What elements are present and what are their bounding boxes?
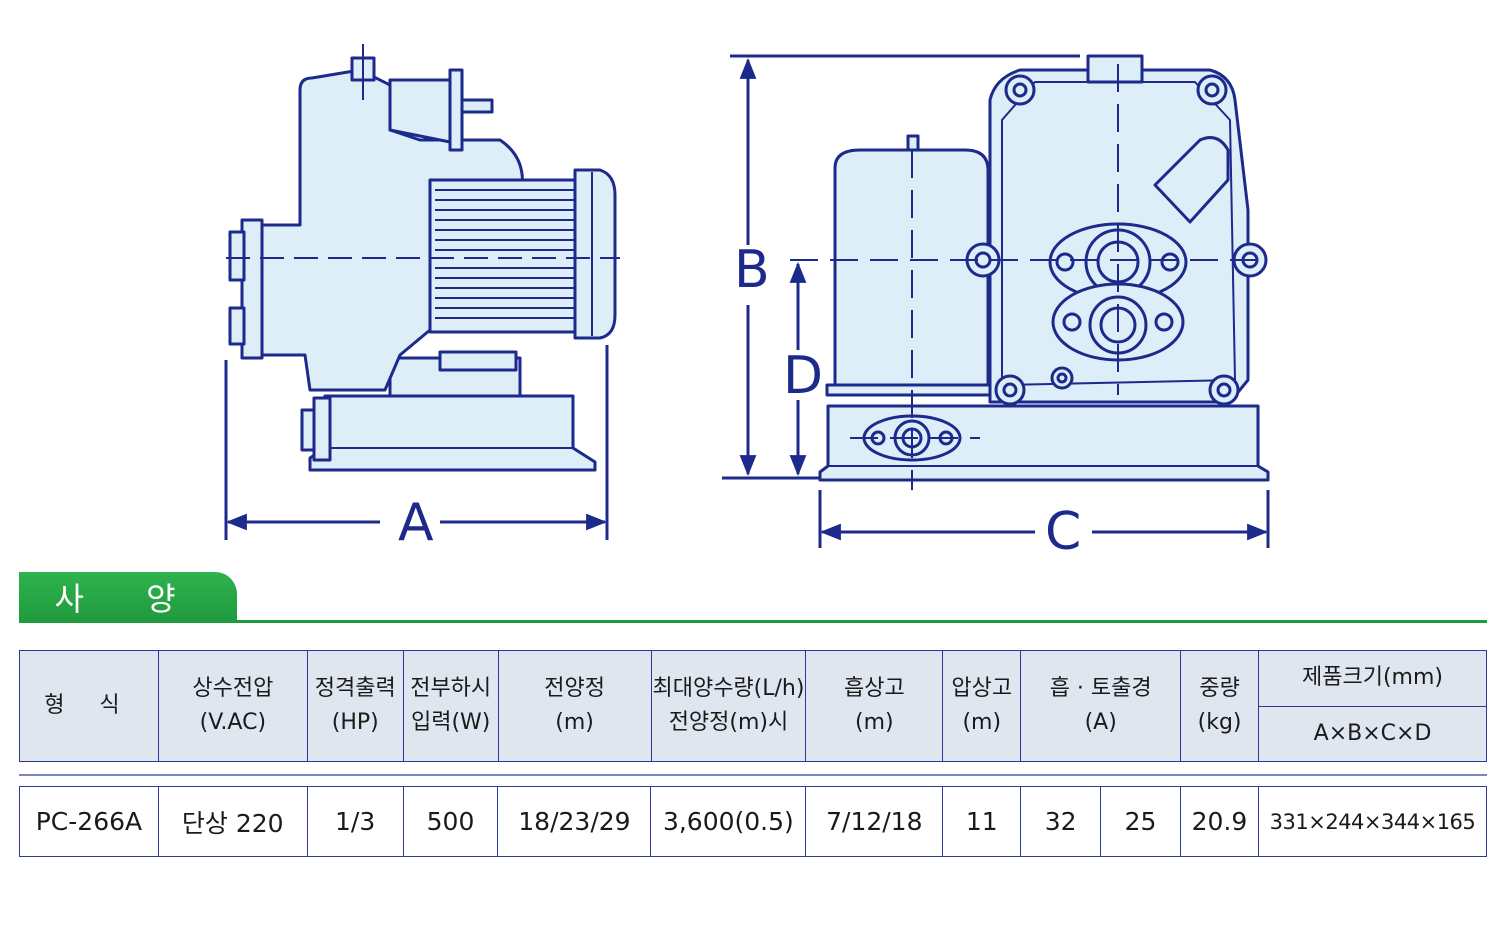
header-suction: 흡상고 (m) [805,650,944,762]
cell-head: 18/23/29 [497,786,652,857]
dimension-label-a: A [398,493,434,553]
side-view-pump [228,44,617,472]
front-view-pump [818,54,1270,482]
cell-pressure: 11 [942,786,1022,857]
spec-table-body: PC-266A 단상 220 1/3 500 18/23/29 3,600(0.… [19,786,1488,857]
header-input: 전부하시 입력(W) [402,650,499,762]
header-suction-line1: 흡상고 [843,675,905,701]
cell-bore-out: 25 [1100,786,1181,857]
table-separator [19,774,1487,776]
table-row: PC-266A 단상 220 1/3 500 18/23/29 3,600(0.… [19,786,1488,857]
cell-model: PC-266A [19,786,159,857]
header-model: 형 식 [19,650,159,762]
header-input-line2: 입력(W) [410,710,491,735]
cell-input: 500 [402,786,499,857]
cell-suction: 7/12/18 [805,786,944,857]
header-bore-line1: 흡 · 토출경 [1049,675,1152,701]
dimension-bdc-lines [722,54,1270,548]
header-size: 제품크기(mm) [1258,650,1487,707]
header-voltage: 상수전압 (V.AC) [157,650,308,762]
header-bore-line2: (A) [1084,710,1117,735]
header-size-formula: A×B×C×D [1258,705,1487,762]
header-head: 전양정 (m) [497,650,652,762]
header-input-line1: 전부하시 [410,675,492,701]
header-suction-line2: (m) [855,710,894,735]
header-output-line1: 정격출력 [314,675,396,701]
section-divider [19,620,1487,623]
header-voltage-line2: (V.AC) [199,710,267,735]
cell-output: 1/3 [306,786,404,857]
cell-flow: 3,600(0.5) [650,786,807,857]
header-output-line2: (HP) [331,710,379,735]
cell-bore-in: 32 [1020,786,1102,857]
pump-dimension-drawing [224,44,1270,548]
header-output: 정격출력 (HP) [306,650,404,762]
cell-voltage: 단상 220 [157,786,308,857]
cell-weight: 20.9 [1179,786,1259,857]
front-view-centerlines [790,64,1268,490]
header-head-line2: (m) [555,710,594,735]
dimension-label-c: C [1045,502,1082,562]
header-flow-line1: 최대양수량(L/h) [652,675,805,701]
dimension-label-d: D [783,346,824,406]
header-pressure-line1: 압상고 [951,675,1013,701]
header-bore: 흡 · 토출경 (A) [1020,650,1182,762]
header-flow: 최대양수량(L/h) 전양정(m)시 [650,650,807,762]
spec-section-tab: 사 양 [19,572,237,622]
header-flow-line2: 전양정(m)시 [668,710,789,735]
header-weight-line2: (kg) [1197,710,1242,735]
cell-size: 331×244×344×165 [1257,786,1488,857]
header-voltage-line1: 상수전압 [192,675,274,701]
header-weight: 중량 (kg) [1180,650,1260,762]
header-pressure: 압상고 (m) [942,650,1022,762]
header-weight-line1: 중량 [1199,675,1240,701]
header-pressure-line2: (m) [962,710,1002,735]
header-head-line1: 전양정 [544,675,605,701]
dimension-a-line [224,345,609,540]
spec-table-header: 형 식 상수전압 (V.AC) 정격출력 (HP) 전부하시 입력(W) 전양정… [19,650,1487,762]
dimension-label-b: B [734,240,770,300]
